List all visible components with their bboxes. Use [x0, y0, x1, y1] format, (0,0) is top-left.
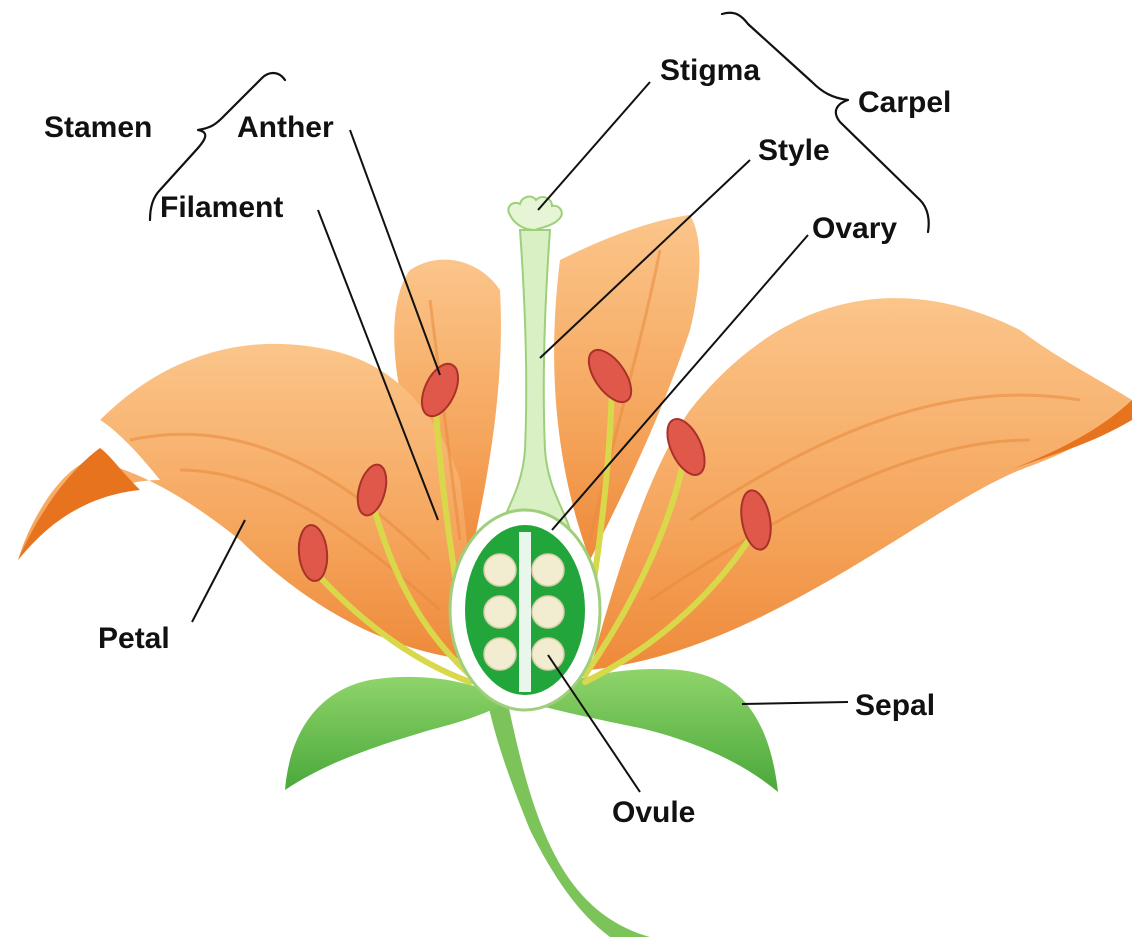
- label-petal: Petal: [98, 622, 170, 655]
- stigma: [508, 197, 561, 230]
- brace-carpel: [722, 13, 929, 232]
- label-ovule: Ovule: [612, 796, 695, 829]
- ovary-septum: [519, 532, 531, 692]
- label-carpel: Carpel: [858, 86, 951, 119]
- label-stigma: Stigma: [660, 54, 760, 87]
- label-anther: Anther: [237, 111, 334, 144]
- leader-stigma: [538, 82, 650, 210]
- label-filament: Filament: [160, 191, 283, 224]
- label-ovary: Ovary: [812, 212, 897, 245]
- petal-left-tip: [18, 448, 140, 560]
- label-style: Style: [758, 134, 830, 167]
- label-sepal: Sepal: [855, 689, 935, 722]
- leader-sepal: [742, 702, 848, 704]
- sepal-left: [285, 677, 510, 790]
- leader-petal: [192, 520, 245, 622]
- label-stamen: Stamen: [44, 111, 152, 144]
